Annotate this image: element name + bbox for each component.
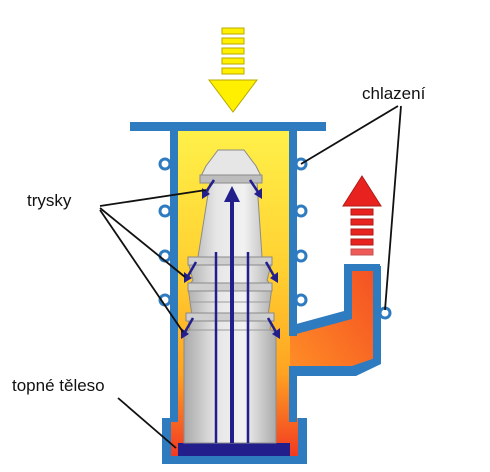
heating-element-label: topné těleso xyxy=(12,376,105,395)
coil-right-4 xyxy=(294,293,308,307)
jet-arrow-top-left-line xyxy=(204,179,216,193)
jet-arrow-mid-right-head xyxy=(270,272,278,283)
heating-element xyxy=(178,443,290,456)
nozzle-leader-1 xyxy=(99,189,207,207)
coil-left-1 xyxy=(158,157,172,171)
jet-arrow-mid-right-line xyxy=(264,261,276,277)
inlet-arrow-bar-3 xyxy=(221,47,245,55)
outlet-arrowhead xyxy=(342,175,382,207)
outlet-arrow xyxy=(342,175,382,256)
coil-left-2 xyxy=(158,204,172,218)
cooling-leader-2 xyxy=(384,105,402,311)
left-wall xyxy=(170,122,178,422)
jet-arrow-mid-left-head xyxy=(184,272,192,283)
leader-lines xyxy=(99,105,402,449)
top-flange xyxy=(130,122,326,131)
coil-right-2 xyxy=(294,204,308,218)
outlet-arrow-bar-2 xyxy=(350,218,374,226)
base-plate xyxy=(162,456,307,464)
inlet-arrow xyxy=(208,27,258,113)
jet-arrow-low-right-head xyxy=(272,328,280,339)
jet-arrow-mid-left-line xyxy=(186,261,198,277)
pump-walls xyxy=(130,122,381,464)
right-base-wall xyxy=(298,418,307,462)
coil-right-1 xyxy=(294,157,308,171)
nozzles-label: trysky xyxy=(27,191,72,210)
outlet-arrow-bar-4 xyxy=(350,238,374,246)
outlet-fill xyxy=(290,268,374,372)
jet-arrow-top-right-line xyxy=(248,179,260,193)
inlet-arrow-bar-4 xyxy=(221,57,245,65)
outlet-upper-wall xyxy=(289,266,352,336)
inlet-arrow-bar-5 xyxy=(221,67,245,75)
nozzle-leader-3 xyxy=(99,209,184,333)
outlet-arrow-bar-1 xyxy=(350,208,374,216)
inlet-arrow-bar-1 xyxy=(221,27,245,35)
outlet-right-wall xyxy=(373,266,381,364)
cooling-leader-1 xyxy=(300,105,399,165)
jet-arrow-low-left-line xyxy=(183,317,195,333)
right-wall-upper xyxy=(289,122,297,336)
jet-arrow-low-right-line xyxy=(266,317,278,333)
vapor-flow xyxy=(181,179,280,443)
center-vapor-arrowhead xyxy=(224,186,240,202)
outlet-lower-wall xyxy=(289,356,381,376)
outlet-arrow-bar-5 xyxy=(350,248,374,256)
nozzle-leader-2 xyxy=(99,207,186,278)
cooling-label: chlazení xyxy=(362,84,426,103)
cooling-coils xyxy=(158,157,392,320)
outlet-top-rim xyxy=(344,264,380,271)
coil-left-3 xyxy=(158,249,172,263)
outlet-arrow-bar-3 xyxy=(350,228,374,236)
inlet-arrow-bar-2 xyxy=(221,37,245,45)
coil-right-3 xyxy=(294,249,308,263)
jet-arrow-top-right-head xyxy=(254,188,262,199)
right-wall-lower xyxy=(289,372,297,422)
heater-leader xyxy=(117,397,177,449)
top-nozzle-ring xyxy=(199,174,263,184)
inlet-arrowhead xyxy=(208,79,258,113)
